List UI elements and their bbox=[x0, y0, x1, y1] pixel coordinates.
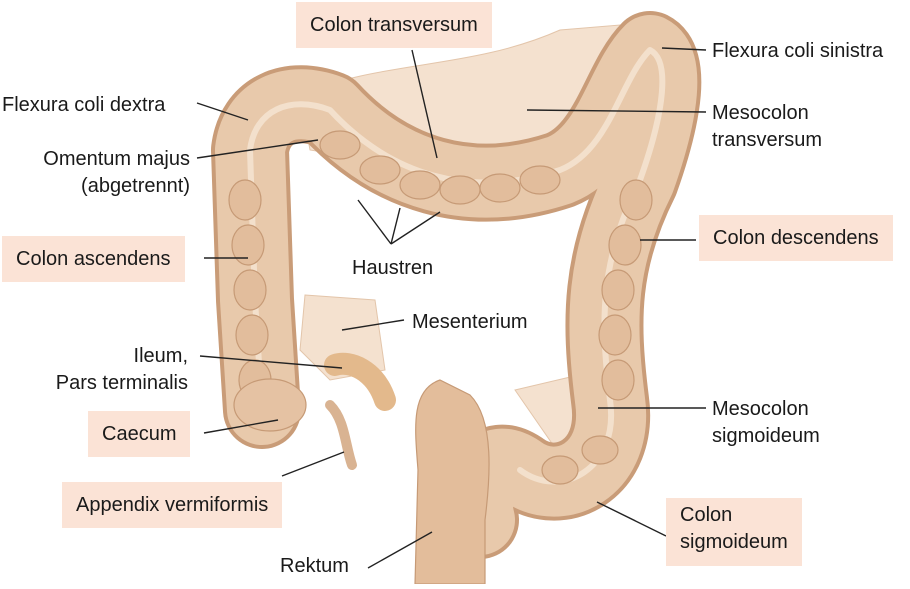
leader-omentum bbox=[196, 139, 319, 159]
label-ileum-line2: Pars terminalis bbox=[55, 372, 188, 394]
label-omentum-majus-line1: Omentum majus bbox=[43, 148, 190, 170]
label-mesocolon-sigmoideum-line2: sigmoideum bbox=[712, 425, 820, 447]
label-mesocolon-transversum-line1: Mesocolon bbox=[712, 102, 809, 124]
label-mesenterium: Mesenterium bbox=[412, 311, 528, 333]
ileum-shape bbox=[324, 352, 396, 411]
leader-appendix bbox=[281, 451, 345, 477]
leader-mesenterium bbox=[341, 319, 405, 331]
leader-caecum bbox=[203, 419, 279, 434]
leader-haustren-3 bbox=[390, 211, 441, 245]
rectum bbox=[414, 379, 490, 585]
label-mesocolon-transversum-line2: transversum bbox=[712, 129, 823, 151]
leader-flexura-sinistra bbox=[661, 47, 707, 51]
label-caecum: Caecum bbox=[88, 411, 191, 457]
label-colon-sigmoideum-line2: sigmoideum bbox=[680, 531, 788, 553]
label-flexura-coli-sinistra: Flexura coli sinistra bbox=[712, 40, 884, 62]
rectum-shape bbox=[414, 379, 490, 585]
label-ileum-line1: Ileum, bbox=[133, 345, 188, 367]
label-rektum: Rektum bbox=[280, 555, 349, 577]
label-colon-sigmoideum-line1: Colon bbox=[680, 504, 733, 526]
leader-colon-sigmoideum bbox=[596, 501, 667, 537]
label-colon-transversum: Colon transversum bbox=[296, 2, 492, 48]
leader-flexura-dextra bbox=[196, 102, 249, 121]
haustra bbox=[228, 130, 653, 485]
leader-haustren-1 bbox=[357, 199, 392, 245]
label-mesocolon-transversum: Mesocolon transversum bbox=[712, 100, 822, 154]
leader-rektum bbox=[367, 531, 433, 569]
label-colon-descendens: Colon descendens bbox=[699, 215, 893, 261]
label-mesocolon-sigmoideum-line1: Mesocolon bbox=[712, 398, 809, 420]
leader-haustren-2 bbox=[390, 207, 401, 245]
caecum-appendix bbox=[233, 352, 396, 470]
leader-mesocolon-transversum bbox=[526, 109, 707, 113]
leader-ileum bbox=[199, 355, 343, 369]
label-haustren: Haustren bbox=[352, 257, 434, 279]
label-mesocolon-sigmoideum: Mesocolon sigmoideum bbox=[712, 396, 820, 450]
label-colon-ascendens: Colon ascendens bbox=[2, 236, 185, 282]
taenia-line bbox=[247, 47, 666, 485]
label-omentum-majus: Omentum majus (abgetrennt) bbox=[10, 146, 190, 200]
leader-colon-transversum bbox=[411, 49, 438, 159]
label-colon-sigmoideum: Colon sigmoideum bbox=[666, 498, 802, 566]
label-omentum-majus-line2: (abgetrennt) bbox=[81, 175, 190, 197]
leader-lines bbox=[196, 47, 707, 569]
appendix-shape bbox=[325, 400, 357, 470]
label-flexura-coli-dextra: Flexura coli dextra bbox=[2, 94, 166, 116]
label-ileum-pars-terminalis: Ileum, Pars terminalis bbox=[10, 343, 188, 397]
label-appendix-vermiformis: Appendix vermiformis bbox=[62, 482, 283, 528]
